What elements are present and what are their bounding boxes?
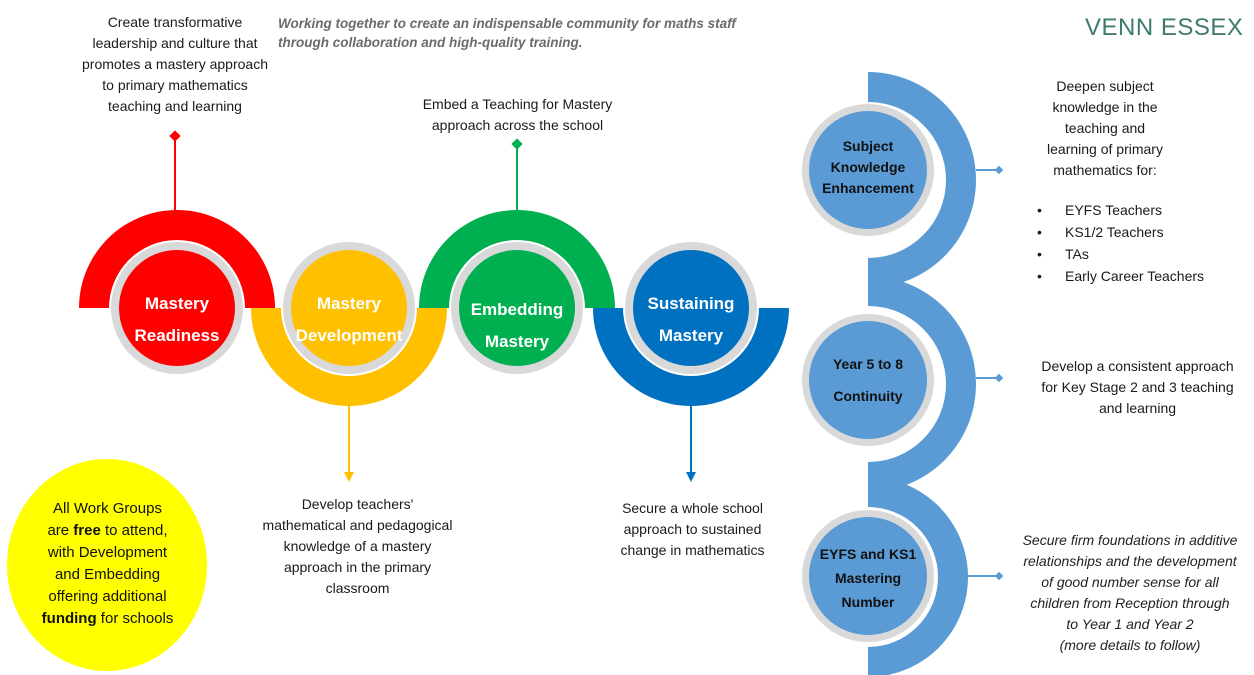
stage-embedding-label-1: Embedding [471,300,564,319]
list-item: KS1/2 Teachers [1037,221,1237,243]
development-arc [251,308,447,406]
programme-y58-label-1: Year 5 to 8 [833,356,903,372]
programme-ske-circle [802,104,934,236]
stage-readiness-description: Create transformative leadership and cul… [82,14,268,114]
embedding-connector [511,138,523,212]
embedding-arc [419,210,615,308]
stage-readiness-label-2: Readiness [134,326,219,345]
stage-sustaining-description: Secure a whole school approach to sustai… [620,500,765,558]
sustaining-arc [593,308,789,406]
tagline-line1: Working together to create an indispensa… [278,16,736,31]
list-item: EYFS Teachers [1037,199,1237,221]
free-emphasis: free [73,522,101,539]
stage-embedding-label-2: Mastery [485,332,550,351]
tagline-line2: through collaboration and high-quality t… [278,35,583,50]
readiness-arc [79,210,275,308]
stage-sustaining-label-1: Sustaining [648,294,735,313]
programme-ske-label-1: Subject [843,138,894,154]
programme-ske-arc [868,72,976,288]
funding-emphasis: funding [41,610,97,627]
stage-sustaining-label-2: Mastery [659,326,724,345]
programme-ske-label-2: Knowledge [831,159,906,175]
programme-ske-connector [976,165,1004,175]
development-connector [344,404,354,482]
tagline: Working together to create an indispensa… [278,14,818,52]
stage-development-circle [283,242,415,374]
sustaining-connector [686,404,696,482]
list-item: TAs [1037,243,1237,265]
programme-ske-label-3: Enhancement [822,180,914,196]
programme-eyfs-label-1: EYFS and KS1 [820,546,917,562]
programme-eyfs-connector [968,571,1004,581]
programme-y58-circle [802,314,934,446]
stage-readiness-circle [111,242,243,374]
programme-y58-arc [868,276,976,492]
programme-eyfs-label-2: Mastering [835,570,901,586]
list-item: Early Career Teachers [1037,265,1237,287]
programme-eyfs-description: Secure firm foundations in additive rela… [1022,532,1238,653]
programme-eyfs-arc [868,477,968,675]
programme-y58-label-2: Continuity [833,388,902,404]
funding-note-circle [7,459,207,671]
stage-development-description: Develop teachers' mathematical and pedag… [262,496,453,596]
stage-development-label-2: Development [296,326,403,345]
programme-y58-connector [976,373,1004,383]
stage-embedding-circle [451,242,583,374]
programme-eyfs-label-3: Number [842,594,895,610]
funding-note: All Work Groups are free to attend, with… [41,500,174,627]
programme-ske-description: Deepen subject knowledge in the teaching… [1047,78,1163,178]
programme-y58-description: Develop a consistent approach for Key St… [1041,358,1234,416]
stage-development-label-1: Mastery [317,294,382,313]
stage-embedding-description: Embed a Teaching for Mastery approach ac… [422,96,613,133]
brand-logo: VENN ESSEX [1085,14,1244,41]
programme-eyfs-circle [802,510,934,642]
stage-readiness-label-1: Mastery [145,294,210,313]
readiness-connector [169,130,181,212]
programme-ske-audience-list: EYFS Teachers KS1/2 Teachers TAs Early C… [1037,199,1237,287]
stage-sustaining-circle [625,242,757,374]
